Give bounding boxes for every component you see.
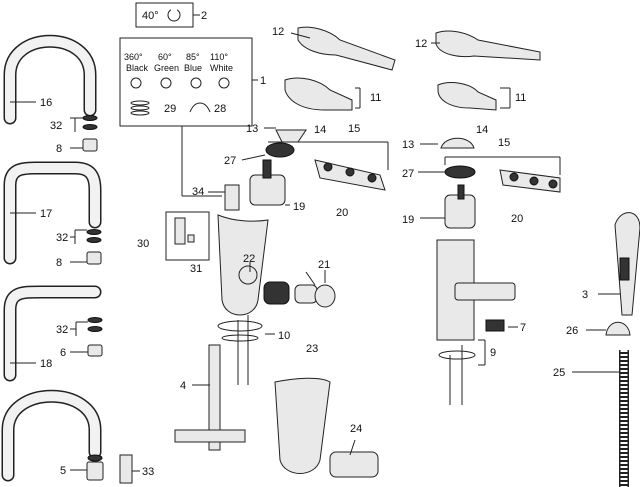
callout-3: 3 [582, 289, 588, 301]
tap-body-right [436, 239, 516, 341]
callout-1: 1 [260, 75, 266, 87]
hand-shower-3 [614, 212, 640, 316]
leader-lines [10, 14, 620, 472]
side-knob-21 [294, 284, 336, 308]
callout-21: 21 [318, 259, 330, 271]
tap-body-center [217, 214, 269, 316]
callout-26: 26 [566, 325, 578, 337]
aerator-parts-18 [87, 317, 103, 357]
limiter-color-2: Green [154, 63, 179, 73]
tap-body-24 [274, 377, 379, 478]
insert-20a [314, 159, 386, 191]
limiter-angle-2: 60° [158, 52, 172, 62]
callout-23: 23 [306, 343, 318, 355]
callout-24: 24 [350, 423, 362, 435]
limiter-angle-1: 360° [124, 52, 143, 62]
callout-9: 9 [490, 347, 496, 359]
aerator-parts-16 [82, 115, 98, 152]
callout-32-a: 32 [50, 120, 62, 132]
callout-31: 31 [190, 263, 202, 275]
callout-20-left: 20 [336, 207, 348, 219]
callout-7: 7 [520, 322, 526, 334]
lever-11a [284, 77, 353, 111]
limiter-ring-icon [167, 7, 181, 22]
callout-30: 30 [137, 238, 149, 250]
lever-11b [437, 82, 497, 111]
limiter-color-1: Black [126, 63, 149, 73]
callout-25: 25 [553, 367, 565, 379]
callout-32-b: 32 [56, 232, 68, 244]
aerator-parts-17 [86, 229, 102, 265]
callout-29: 29 [164, 103, 176, 115]
callout-11-left: 11 [370, 92, 381, 104]
callout-27-right: 27 [402, 168, 414, 180]
callout-27-left: 27 [224, 155, 236, 167]
callout-13-left: 13 [246, 123, 258, 135]
aerator-7 [485, 319, 505, 332]
holder-26 [605, 321, 631, 336]
limiter-color-3: Blue [184, 63, 202, 73]
spout-5 [1, 389, 102, 482]
callout-15-left: 15 [348, 123, 360, 135]
limiter-angle-3: 85° [186, 52, 200, 62]
callout-19-right: 19 [402, 214, 414, 226]
insert-20b [499, 169, 561, 193]
limiter-options: 360° Black 60° Green 85° Blue 110° White [124, 52, 233, 73]
callout-15-right: 15 [498, 137, 510, 149]
callout-6: 6 [60, 347, 66, 359]
callout-20-right: 20 [511, 213, 523, 225]
handle-cap-13a [275, 129, 307, 143]
lever-12a [297, 26, 396, 71]
callout-34: 34 [192, 186, 204, 198]
callout-8-b: 8 [56, 257, 62, 269]
callout-10: 10 [278, 330, 290, 342]
callout-19-left: 19 [293, 201, 305, 213]
callout-4: 4 [180, 380, 186, 392]
handle-cap-13b [440, 137, 475, 149]
callout-18: 18 [40, 358, 52, 370]
spout-18 [3, 285, 102, 382]
callout-8-a: 8 [56, 143, 62, 155]
clip-icon [189, 102, 211, 113]
spout-16 [3, 34, 97, 125]
spout-17 [3, 161, 102, 265]
limiter-box [119, 37, 253, 127]
callout-5: 5 [60, 465, 66, 477]
cartridge-19a [249, 159, 286, 206]
callout-33: 33 [142, 466, 154, 478]
limiter-angle-label: 40° [142, 10, 159, 22]
callout-16: 16 [40, 97, 52, 109]
callout-28: 28 [214, 103, 226, 115]
limiter-angle-4: 110° [210, 52, 228, 62]
extension-rod-4 [174, 344, 246, 451]
cartridge-19b [444, 184, 476, 229]
ring-27b [444, 165, 476, 179]
callout-13-right: 13 [402, 139, 414, 151]
side-knob-22 [263, 281, 290, 305]
callout-17: 17 [40, 208, 52, 220]
aerator-parts-5 [86, 454, 133, 484]
valve-30 [165, 211, 210, 261]
mounting-parts-9 [438, 345, 476, 405]
mounting-rods-10 [217, 315, 263, 385]
spring-icon [130, 100, 150, 116]
lever-12b [435, 30, 541, 61]
callout-labels: 2 1 12 11 14 13 15 27 34 19 20 30 31 22 … [40, 10, 588, 478]
callout-12-left: 12 [272, 26, 284, 38]
callout-14-right: 14 [476, 124, 488, 136]
limiter-ring-icons [130, 77, 230, 89]
callout-2: 2 [201, 10, 207, 22]
callout-32-c: 32 [56, 324, 68, 336]
ring-27a [265, 142, 295, 158]
callout-22: 22 [243, 253, 255, 265]
limiter-color-4: White [210, 63, 233, 73]
callout-14-left: 14 [314, 124, 326, 136]
valve-34 [224, 184, 240, 211]
callout-12-right: 12 [415, 38, 427, 50]
callout-11-right: 11 [515, 92, 526, 104]
